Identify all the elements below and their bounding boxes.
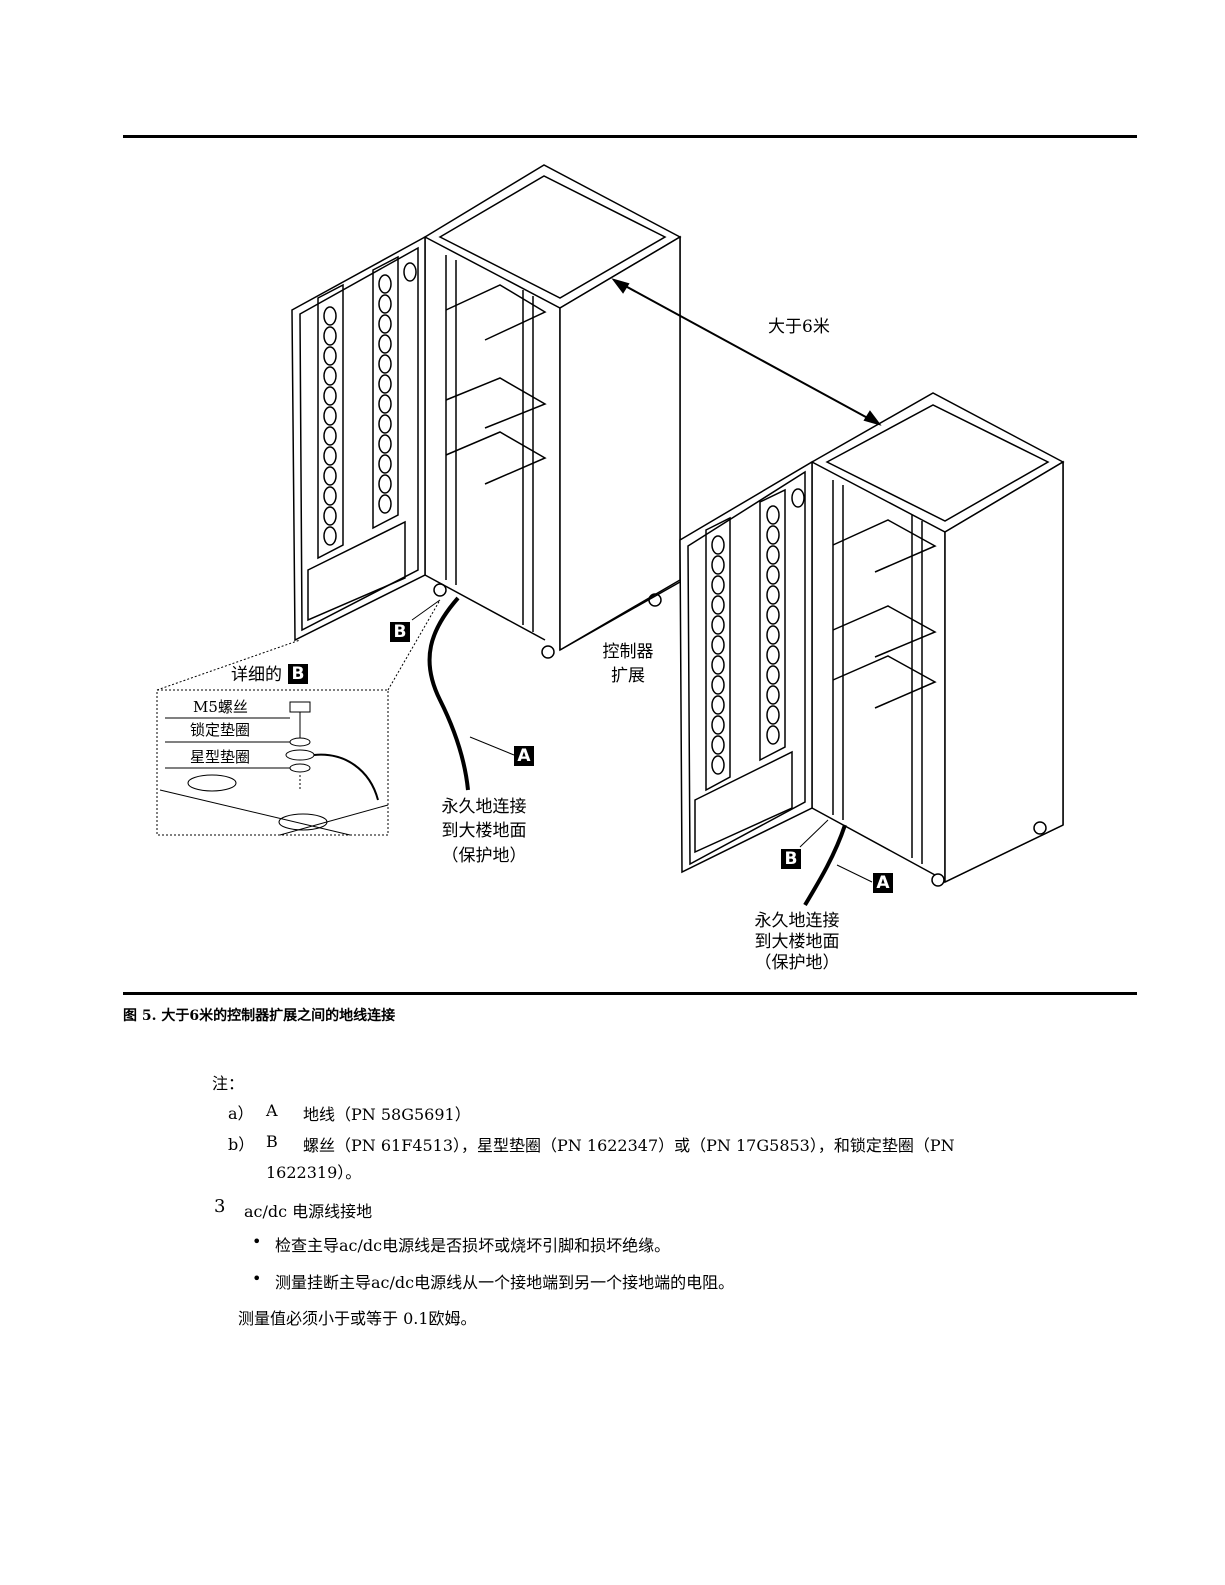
detail-item-lock-washer: 锁定垫圈 <box>187 720 253 740</box>
note-b-marker: b） <box>228 1131 254 1155</box>
right-rack <box>680 393 1063 886</box>
note-b-ref: B <box>266 1132 278 1151</box>
badge-b-left: B <box>390 622 410 642</box>
rack-diagram <box>0 0 1225 1000</box>
controller-label-line1: 控制器 <box>598 641 658 663</box>
badge-a-right: A <box>873 873 893 893</box>
badge-b-right: B <box>781 849 801 869</box>
figure-caption: 图 5. 大于6米的控制器扩展之间的地线连接 <box>123 1005 395 1025</box>
bullet-dot-2: • <box>252 1269 261 1288</box>
step-number: 3 <box>214 1196 225 1217</box>
ground-label-right-3: （保护地） <box>738 952 856 974</box>
ground-label-left-1: 永久地连接 <box>425 796 543 818</box>
ground-label-left-2: 到大楼地面 <box>425 820 543 842</box>
detail-item-screw: M5螺丝 <box>190 697 251 717</box>
detail-prefix-label: 详细的 <box>231 664 282 686</box>
note-a-ref: A <box>266 1101 278 1120</box>
ground-label-right-2: 到大楼地面 <box>738 931 856 953</box>
step-bullet-2: 测量挂断主导ac/dc电源线从一个接地端到另一个接地端的电阻。 <box>275 1269 734 1293</box>
left-rack <box>292 165 680 658</box>
note-b-continuation: 1622319）。 <box>266 1159 361 1183</box>
figure: 大于6米 控制器 扩展 详细的 B B A B A M5螺丝 锁定垫圈 星型垫圈… <box>0 0 1225 1000</box>
ground-label-left-3: （保护地） <box>425 845 543 867</box>
notes-heading: 注： <box>212 1070 244 1094</box>
note-a-marker: a） <box>228 1100 254 1124</box>
distance-label: 大于6米 <box>768 316 830 338</box>
detail-item-star-washer: 星型垫圈 <box>187 747 253 767</box>
note-a-text: 地线（PN 58G5691） <box>303 1101 471 1125</box>
step-title: ac/dc 电源线接地 <box>244 1198 372 1222</box>
left-ground-cable <box>430 598 468 790</box>
badge-a-left: A <box>514 746 534 766</box>
ground-label-right-1: 永久地连接 <box>738 910 856 932</box>
bullet-dot-1: • <box>252 1232 261 1251</box>
note-b-text: 螺丝（PN 61F4513），星型垫圈（PN 1622347）或（PN 17G5… <box>303 1132 955 1156</box>
step-result: 测量值必须小于或等于 0.1欧姆。 <box>238 1305 477 1329</box>
step-bullet-1: 检查主导ac/dc电源线是否损坏或烧坏引脚和损坏绝缘。 <box>275 1232 670 1256</box>
bottom-rule <box>123 992 1137 995</box>
controller-label-line2: 扩展 <box>598 665 658 687</box>
badge-b-detail: B <box>288 664 308 684</box>
